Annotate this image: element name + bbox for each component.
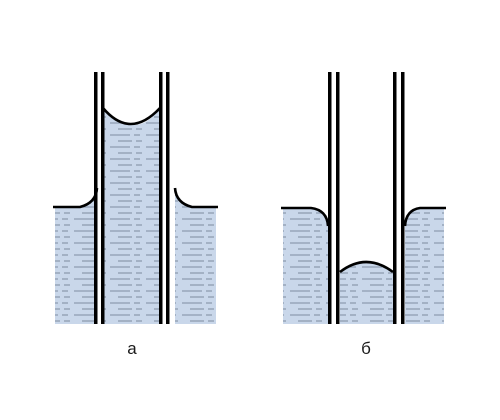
panel-a-outer-liquid-left [55, 188, 97, 324]
panel-b-outer-liquid-left [283, 208, 328, 324]
panel-a-outer-liquid-right [175, 188, 216, 324]
panel-a-outer-surface-right [173, 187, 218, 209]
panel-a-meniscus-concave [102, 107, 161, 126]
panel-a-tube-left-wall [94, 72, 105, 324]
panel-b-non-wetting [281, 72, 446, 324]
panel-b-tube-left-wall [328, 72, 340, 324]
panel-b-tube-right-wall [393, 72, 405, 324]
panel-a-liquid-column [103, 108, 160, 324]
panel-a-label: а [127, 339, 137, 358]
panel-b-outer-liquid-right [405, 208, 444, 324]
panel-a-tube-right-wall [159, 72, 170, 324]
panel-a-wetting [53, 72, 218, 324]
panel-b-liquid-column [340, 261, 393, 324]
panel-b-meniscus-convex [339, 260, 394, 274]
panel-b-outer-surface-left [281, 206, 330, 227]
panel-b-outer-surface-right [403, 206, 446, 227]
panel-b-label: б [361, 339, 371, 358]
